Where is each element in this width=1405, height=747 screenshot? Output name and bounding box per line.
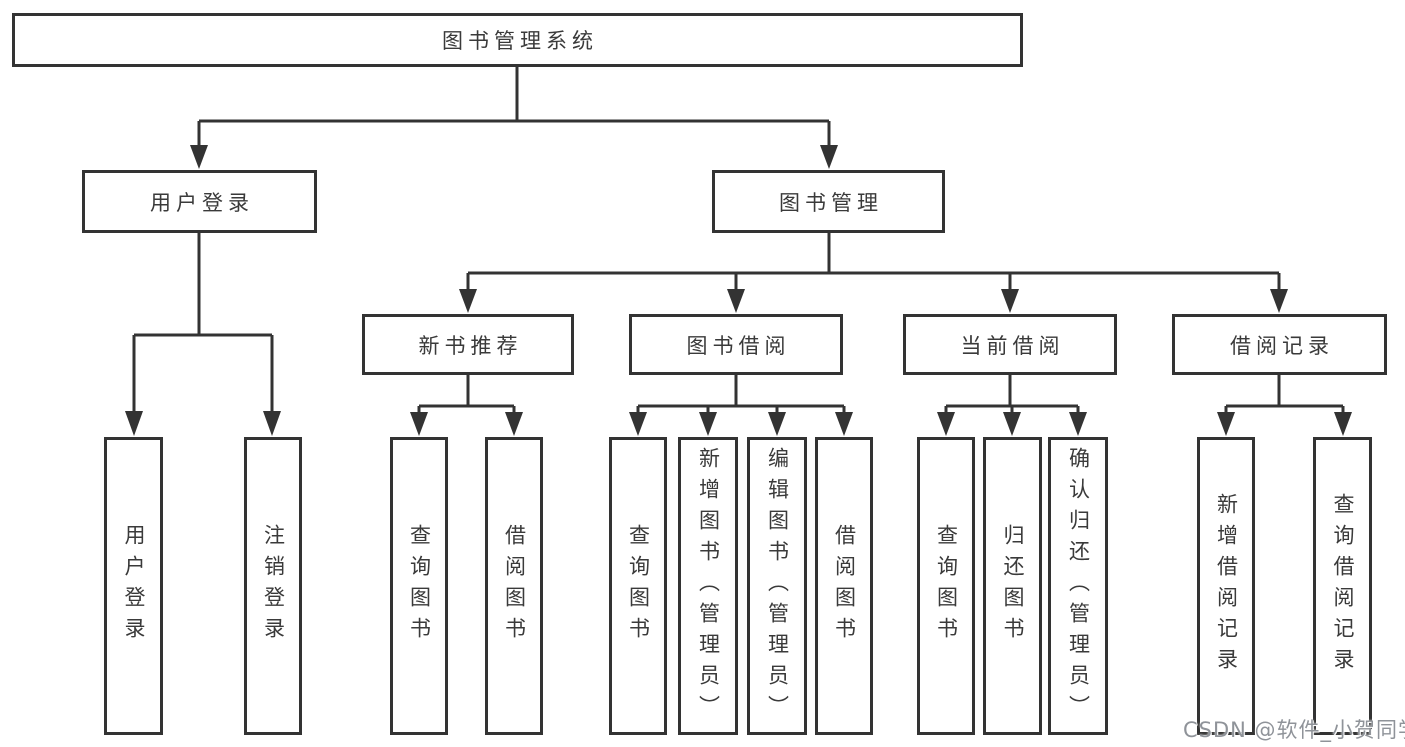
leaf-borrow-add-admin-label: 新增图书（管理员） [696, 446, 721, 726]
leaf-borrow-edit-admin: 编辑图书（管理员） [747, 437, 807, 735]
leaf-current-query: 查询图书 [917, 437, 975, 735]
leaf-records-query-label: 查询借阅记录 [1331, 493, 1355, 679]
leaf-newbooks-query-label: 查询图书 [407, 524, 432, 648]
leaf-borrow-add-admin: 新增图书（管理员） [678, 437, 738, 735]
node-borrow-records-label: 借阅记录 [1230, 333, 1334, 358]
leaf-current-return: 归还图书 [983, 437, 1042, 735]
node-current-borrow-label: 当前借阅 [960, 333, 1065, 358]
leaf-borrow-query-label: 查询图书 [626, 524, 651, 648]
node-new-book-recommend-label: 新书推荐 [418, 333, 523, 358]
leaf-borrow-edit-admin-label: 编辑图书（管理员） [765, 446, 790, 726]
leaf-logout: 注销登录 [244, 437, 302, 735]
leaf-borrow-borrow-label: 借阅图书 [832, 524, 857, 648]
leaf-current-return-label: 归还图书 [1001, 524, 1025, 648]
leaf-records-query: 查询借阅记录 [1313, 437, 1372, 735]
node-borrow-records: 借阅记录 [1172, 314, 1387, 375]
node-root-label: 图书管理系统 [442, 29, 598, 53]
leaf-current-confirm-admin: 确认归还（管理员） [1048, 437, 1108, 735]
node-book-borrow-label: 图书借阅 [686, 333, 791, 358]
node-book-management-label: 图书管理 [779, 190, 883, 215]
leaf-newbooks-query: 查询图书 [390, 437, 448, 735]
node-new-book-recommend: 新书推荐 [362, 314, 574, 375]
leaf-borrow-borrow: 借阅图书 [815, 437, 873, 735]
node-book-management: 图书管理 [712, 170, 945, 233]
leaf-records-add: 新增借阅记录 [1197, 437, 1255, 735]
node-user-login: 用户登录 [82, 170, 317, 233]
node-root-system: 图书管理系统 [12, 13, 1023, 67]
leaf-newbooks-borrow: 借阅图书 [485, 437, 543, 735]
csdn-watermark: CSDN @软件_小贺同学 [1183, 718, 1405, 742]
leaf-current-confirm-admin-label: 确认归还（管理员） [1066, 446, 1091, 726]
node-current-borrow: 当前借阅 [903, 314, 1117, 375]
leaf-newbooks-borrow-label: 借阅图书 [502, 524, 527, 648]
node-user-login-label: 用户登录 [150, 190, 254, 215]
leaf-logout-label: 注销登录 [261, 524, 286, 648]
leaf-user-login: 用户登录 [104, 437, 163, 735]
leaf-user-login-label: 用户登录 [122, 524, 146, 648]
leaf-records-add-label: 新增借阅记录 [1214, 493, 1239, 679]
leaf-borrow-query: 查询图书 [609, 437, 667, 735]
node-book-borrow: 图书借阅 [629, 314, 843, 375]
leaf-current-query-label: 查询图书 [934, 524, 959, 648]
